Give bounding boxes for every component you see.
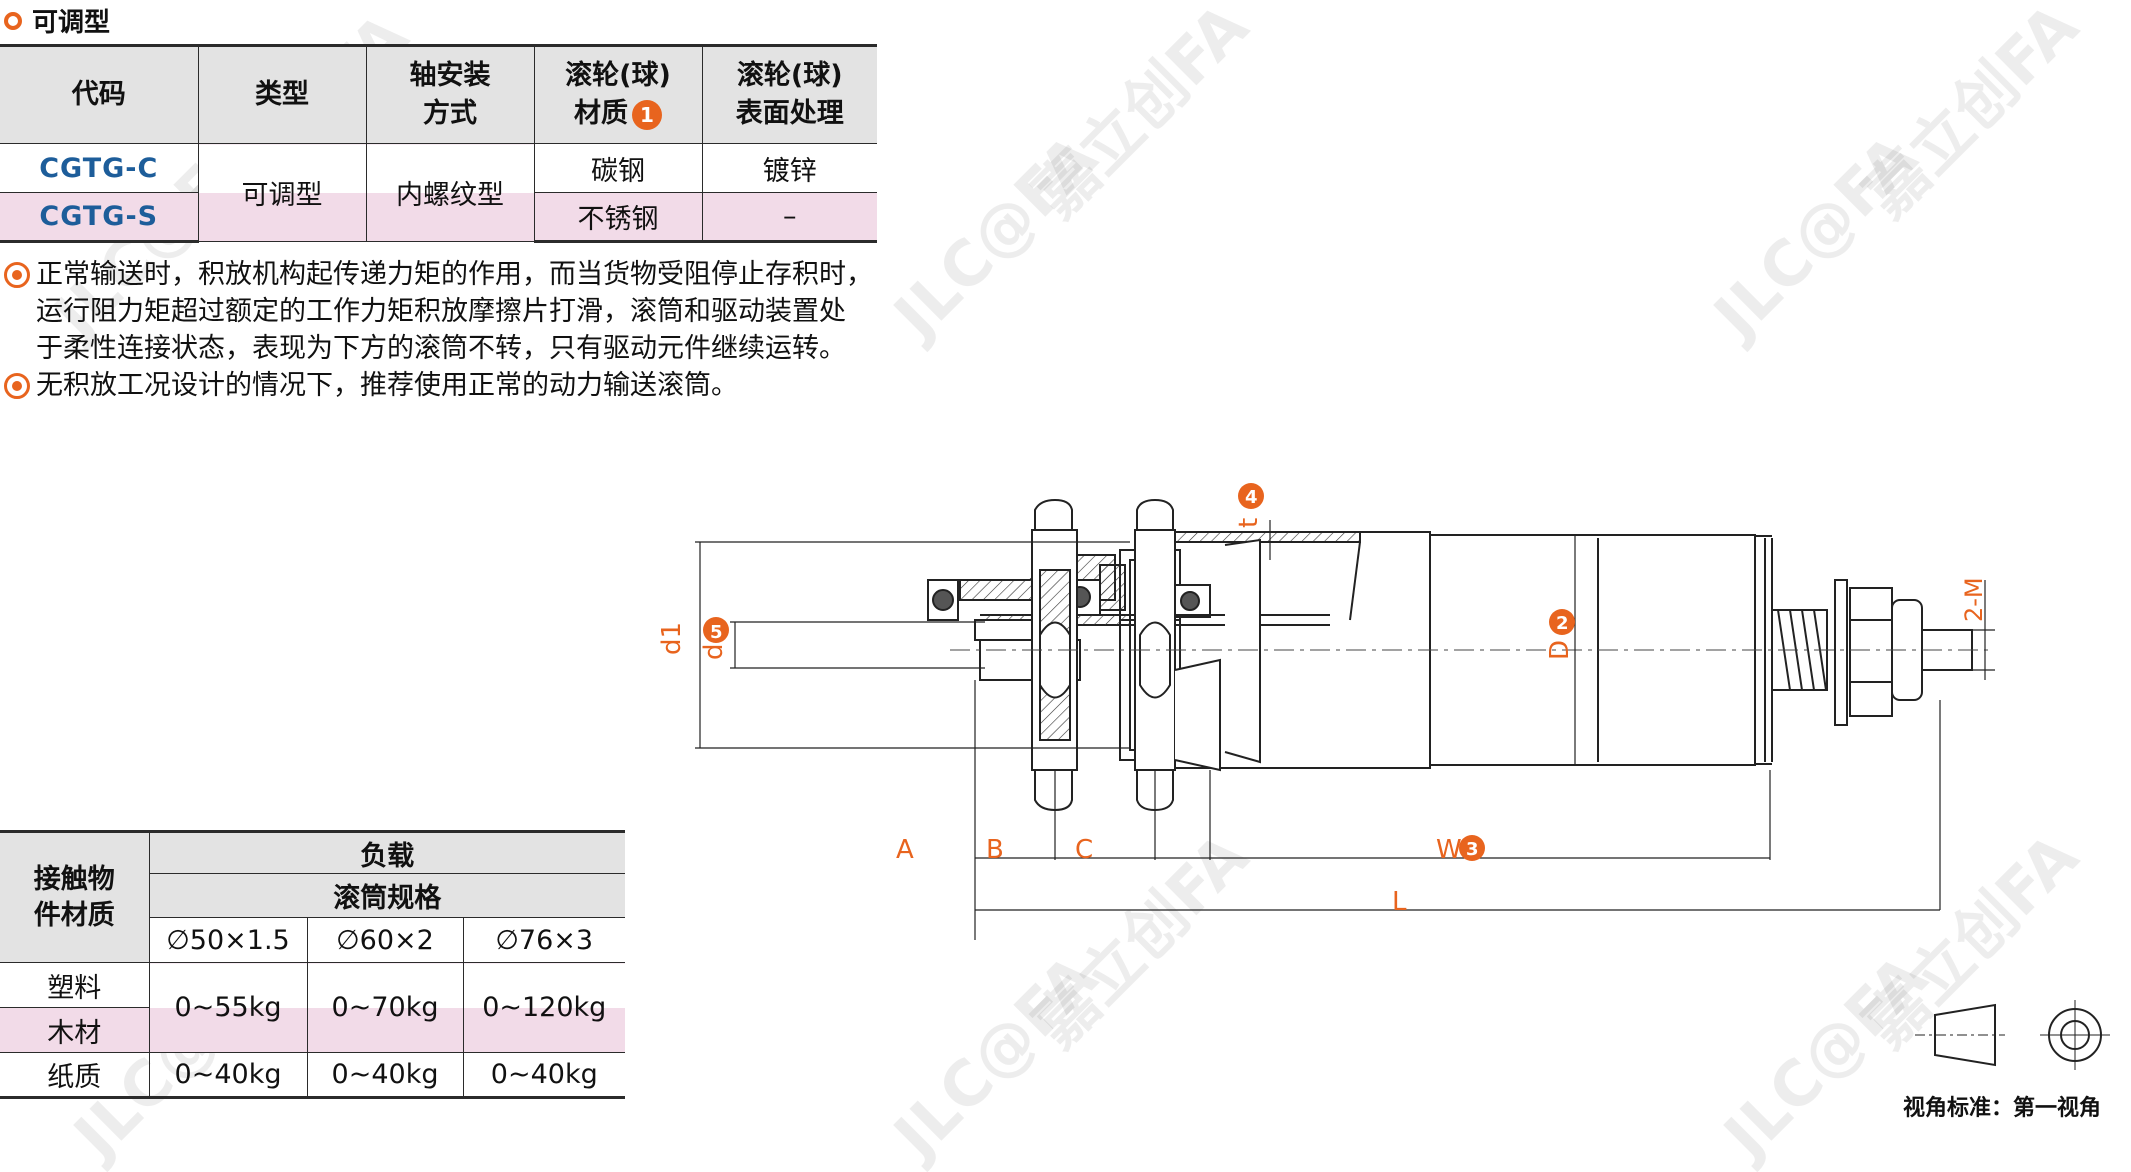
header-type: 类型 — [197, 44, 367, 144]
nut — [1849, 587, 1893, 717]
roller-drawing: d1 d 5 D 2 t 4 2-M A B C W 3 L — [660, 483, 1995, 940]
mark-5-icon — [703, 617, 729, 643]
note-item: 无积放工况设计的情况下，推荐使用正常的动力输送滚筒。 — [4, 367, 944, 404]
mark-2-icon — [1549, 609, 1575, 635]
table-row: CGTG-C 可调型 内螺纹型 碳钢 镀锌 — [0, 143, 877, 242]
header-shaft-mount: 轴安装 方式 — [365, 44, 535, 144]
load-cell: 0~40kg — [148, 1052, 308, 1099]
watermark-brand: 嘉立创FA — [1849, 0, 2092, 232]
svg-text:4: 4 — [1245, 487, 1258, 508]
dim-L: L — [1392, 887, 1407, 917]
dim-D: D — [1545, 640, 1575, 660]
code-cell: CGTG-C — [0, 143, 199, 193]
mark-4-icon — [1238, 483, 1264, 509]
note-item: 正常输送时，积放机构起传递力矩的作用，而当货物受阻停止存积时， 运行阻力矩超过额… — [4, 256, 944, 367]
sprocket-2 — [1134, 498, 1176, 812]
section-title: 可调型 — [4, 2, 110, 39]
projection-symbol — [1915, 1000, 2110, 1070]
dim-t: t — [1234, 518, 1264, 528]
column-header: ∅60×2 — [306, 917, 464, 963]
load-cell: 0~55kg — [148, 962, 308, 1053]
notes: 正常输送时，积放机构起传递力矩的作用，而当货物受阻停止存积时， 运行阻力矩超过额… — [4, 256, 944, 404]
surface-cell: – — [701, 192, 877, 243]
bullet-icon — [4, 262, 30, 288]
code-cell: CGTG-S — [0, 192, 199, 243]
type-cell: 可调型 — [197, 143, 367, 242]
header-code: 代码 — [0, 44, 199, 144]
load-cell: 0~120kg — [462, 962, 625, 1053]
dim-C: C — [1075, 835, 1093, 865]
sprocket-1 — [1031, 498, 1078, 812]
material-cell: 碳钢 — [533, 143, 703, 193]
circle-marker-icon — [4, 11, 22, 30]
roller-tube-end — [1429, 534, 1756, 766]
dim-2-M: 2-M — [1960, 577, 1988, 622]
material-cell: 塑料 — [0, 962, 150, 1008]
washer — [1834, 579, 1848, 726]
dim-d1: d1 — [660, 622, 687, 655]
projection-standard-label: 视角标准：第一视角 — [1903, 1096, 2102, 1121]
header-roller-spec: 滚筒规格 — [148, 873, 625, 918]
svg-text:5: 5 — [710, 622, 723, 643]
dim-A: A — [896, 835, 914, 865]
mount-cell: 内螺纹型 — [365, 143, 535, 242]
table-row: 塑料 0~55kg 0~70kg 0~120kg — [0, 962, 625, 1053]
mark-3-icon — [1459, 835, 1485, 861]
load-cell: 0~70kg — [306, 962, 464, 1053]
material-cell: 不锈钢 — [533, 192, 703, 243]
header-contact-material: 接触物 件材质 — [0, 830, 150, 963]
column-header: ∅76×3 — [462, 917, 625, 963]
dim-d: d — [699, 643, 729, 660]
watermark-brand: 嘉立创FA — [1019, 0, 1262, 232]
column-header: ∅50×1.5 — [148, 917, 308, 963]
header-wheel-surface: 滚轮(球) 表面处理 — [701, 44, 877, 144]
svg-text:2: 2 — [1556, 613, 1569, 634]
surface-cell: 镀锌 — [701, 143, 877, 193]
table-row: 纸质 0~40kg 0~40kg 0~40kg — [0, 1052, 625, 1099]
dim-W: W — [1436, 835, 1462, 865]
note-mark-1: 1 — [632, 99, 662, 130]
bullet-icon — [4, 373, 30, 399]
header-load: 负载 — [148, 830, 625, 874]
load-table: 接触物 件材质 负载 滚筒规格 ∅50×1.5 ∅60×2 ∅76×3 塑料 0… — [0, 830, 625, 1099]
svg-text:3: 3 — [1466, 839, 1479, 860]
load-cell: 0~40kg — [462, 1052, 625, 1099]
material-cell: 纸质 — [0, 1052, 150, 1099]
material-cell: 木材 — [0, 1007, 150, 1053]
load-cell: 0~40kg — [306, 1052, 464, 1099]
dim-B: B — [986, 835, 1004, 865]
